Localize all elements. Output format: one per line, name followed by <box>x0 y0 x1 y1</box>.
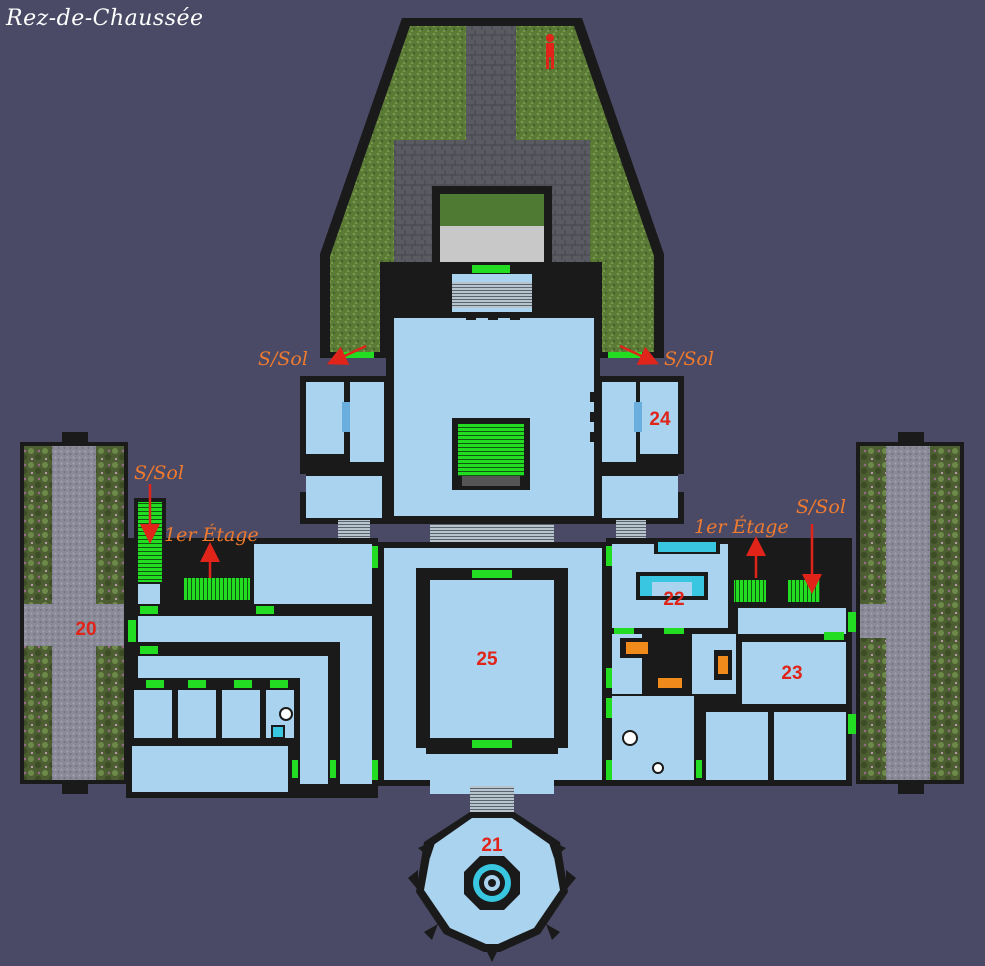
main-building <box>126 268 852 962</box>
north-garden <box>320 18 664 358</box>
stair-label-basement-west: S/Sol <box>134 462 184 484</box>
room-number-25: 25 <box>476 649 498 670</box>
west-courtyard <box>20 432 128 794</box>
room-number-23: 23 <box>781 663 803 684</box>
stair-label-basement-north-west: S/Sol <box>258 348 308 370</box>
room-number-24: 24 <box>649 409 671 430</box>
direction-arrows <box>140 344 822 594</box>
stair-label-basement-east: S/Sol <box>796 496 846 518</box>
room-number-21: 21 <box>481 835 503 856</box>
stair-label-first-floor-east: 1er Étage <box>694 516 789 538</box>
east-courtyard <box>856 432 964 794</box>
stair-label-basement-north-east: S/Sol <box>664 348 714 370</box>
north-entrance-figure <box>546 34 554 69</box>
stair-label-first-floor-west: 1er Étage <box>164 524 259 546</box>
room-number-22: 22 <box>663 589 685 610</box>
room-number-20: 20 <box>75 619 97 640</box>
floor-title: Rez-de-Chaussée <box>6 6 204 31</box>
doors <box>128 265 856 780</box>
